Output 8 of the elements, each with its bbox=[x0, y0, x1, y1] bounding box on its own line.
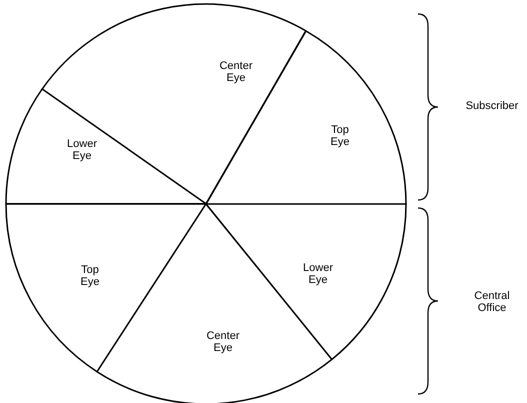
group-label: Subscriber bbox=[464, 100, 520, 112]
sector-label: Center Eye bbox=[219, 60, 252, 84]
sector-label: Center Eye bbox=[206, 330, 240, 354]
group-label: Central Office bbox=[473, 290, 511, 314]
sector-label: Lower Eye bbox=[67, 138, 97, 162]
sector-label: Top Eye bbox=[80, 264, 100, 288]
sector-label: Lower Eye bbox=[303, 262, 333, 286]
sector-label: Top Eye bbox=[330, 124, 350, 148]
